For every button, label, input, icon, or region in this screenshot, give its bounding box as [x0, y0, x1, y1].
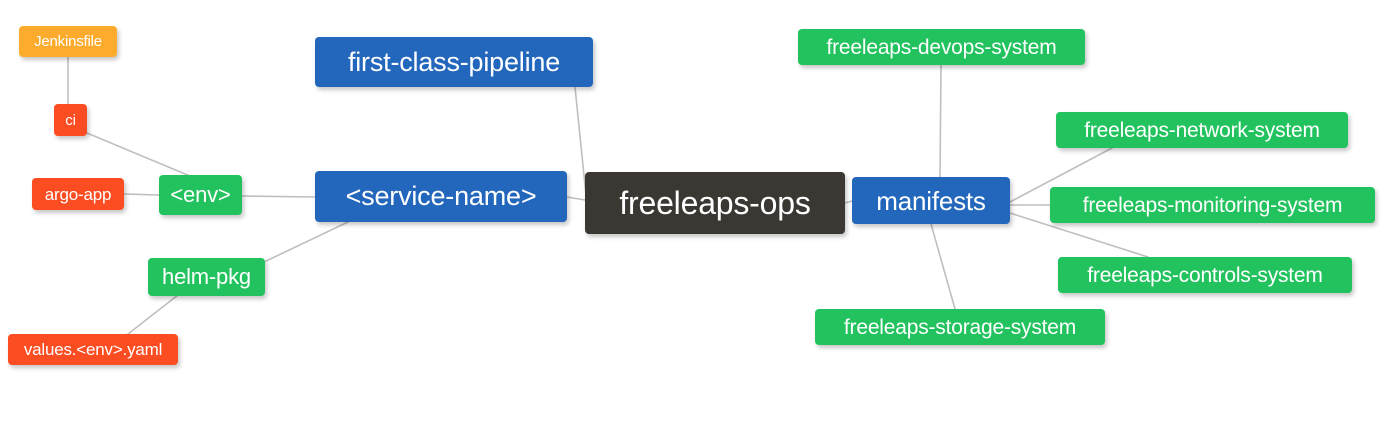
node-ci[interactable]: ci — [54, 104, 87, 136]
node-freeleaps-storage-system[interactable]: freeleaps-storage-system — [815, 309, 1105, 345]
node-env[interactable]: <env> — [159, 175, 242, 215]
edge-manifests-to-freeleaps-devops-system — [939, 64, 942, 178]
node-jenkinsfile[interactable]: Jenkinsfile — [19, 26, 117, 57]
node-freeleaps-devops-system[interactable]: freeleaps-devops-system — [798, 29, 1085, 65]
edge-root-to-manifests — [844, 200, 853, 204]
edge-env-to-ci — [86, 132, 191, 177]
edge-service-name-to-env — [241, 195, 316, 198]
node-freeleaps-monitoring-system[interactable]: freeleaps-monitoring-system — [1050, 187, 1375, 223]
edge-root-to-service-name — [566, 196, 586, 201]
node-helm-pkg[interactable]: helm-pkg — [148, 258, 265, 296]
node-freeleaps-network-system[interactable]: freeleaps-network-system — [1056, 112, 1348, 148]
node-service-name[interactable]: <service-name> — [315, 171, 567, 222]
edge-env-to-argo-app — [123, 193, 160, 196]
node-values-yaml[interactable]: values.<env>.yaml — [8, 334, 178, 365]
edge-helm-pkg-to-values-yaml — [127, 294, 179, 335]
edge-manifests-to-freeleaps-storage-system — [930, 223, 956, 310]
node-argo-app[interactable]: argo-app — [32, 178, 124, 210]
edge-service-name-to-helm-pkg — [263, 221, 349, 263]
node-freeleaps-controls-system[interactable]: freeleaps-controls-system — [1058, 257, 1352, 293]
node-manifests[interactable]: manifests — [852, 177, 1010, 224]
node-root[interactable]: freeleaps-ops — [585, 172, 845, 234]
node-first-class-pipeline[interactable]: first-class-pipeline — [315, 37, 593, 87]
